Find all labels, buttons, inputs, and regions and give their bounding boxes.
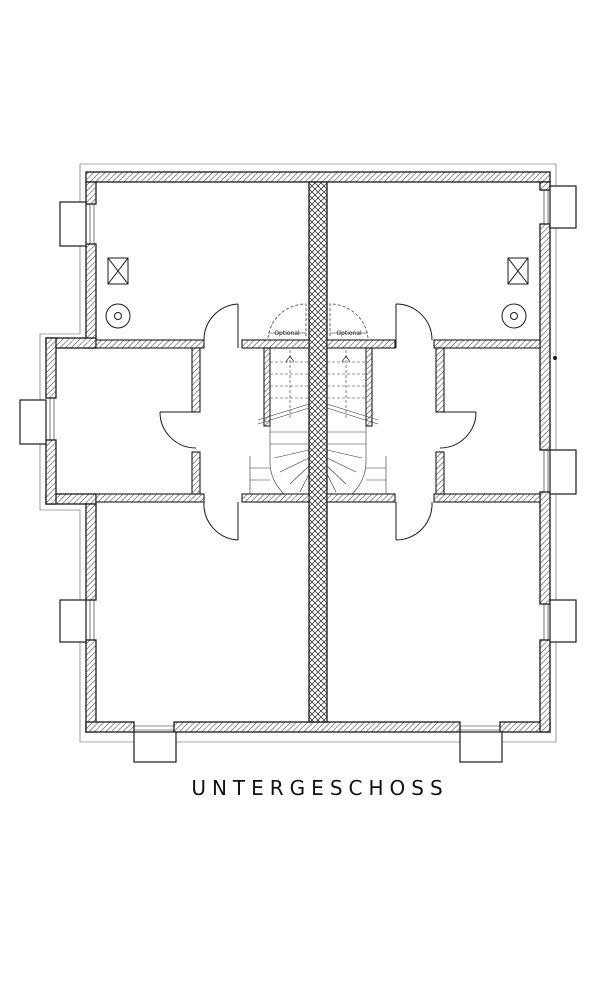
optional-label-left: Optional — [274, 330, 300, 337]
exterior-walls — [45, 171, 551, 733]
staircase — [249, 350, 387, 495]
marker-dot — [553, 356, 557, 360]
interior-walls — [95, 339, 541, 503]
outer-outline — [39, 163, 557, 743]
optional-door-arcs — [267, 303, 369, 339]
utility-equipment — [105, 257, 529, 329]
floor-title: UNTERGESCHOSS — [191, 776, 449, 800]
window-boxes — [19, 185, 577, 763]
doors — [159, 303, 477, 541]
optional-label-right: Optional — [336, 330, 362, 337]
party-wall — [308, 181, 328, 723]
window-panes — [49, 190, 549, 731]
